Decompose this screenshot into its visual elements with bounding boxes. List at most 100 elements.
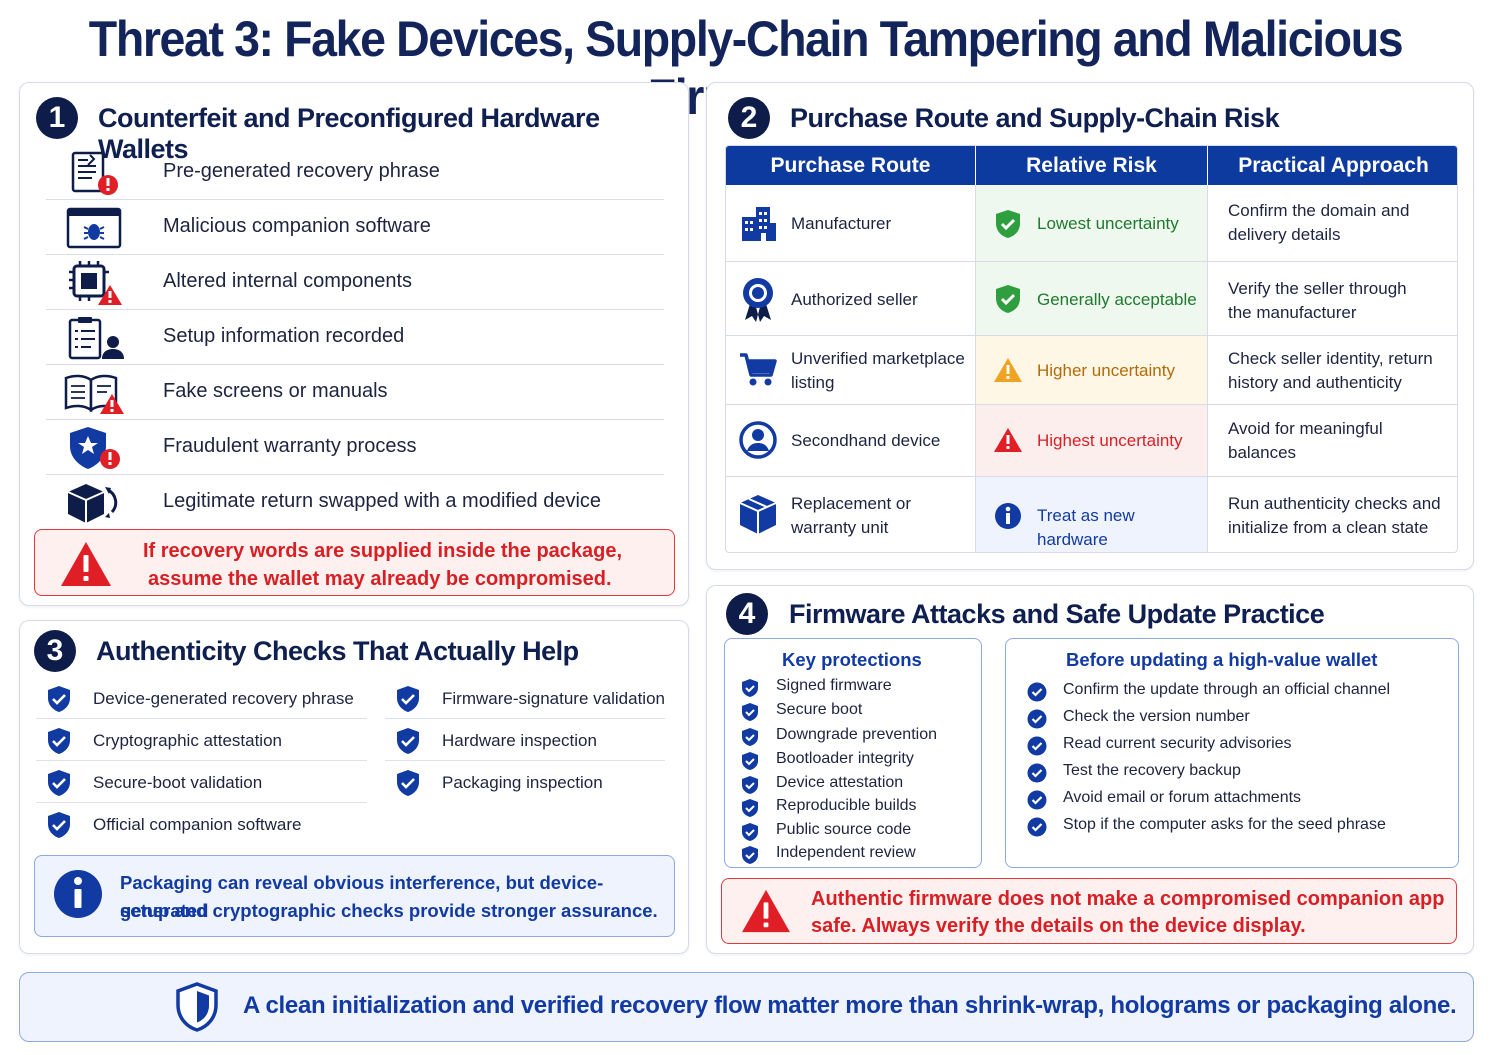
shield-check-icon	[397, 686, 419, 712]
risk-label: Higher uncertainty	[1037, 361, 1175, 380]
key-protections-box: Key protections	[724, 638, 982, 868]
info-note: Packaging can reveal obvious interferenc…	[34, 855, 675, 937]
column-header: Purchase Route	[726, 146, 976, 185]
list-item-label: Fake screens or manuals	[163, 380, 388, 402]
chip-warning-icon	[69, 261, 122, 305]
warning-triangle-icon	[742, 889, 790, 933]
warning-alert: If recovery words are supplied inside th…	[34, 529, 675, 596]
check-circle-icon	[1027, 736, 1047, 756]
shield-icon	[176, 982, 218, 1032]
package-icon	[739, 495, 777, 534]
list-item-label: Setup information recorded	[163, 325, 405, 347]
amber-warning-icon	[994, 358, 1022, 382]
list-item: Pre-generated recovery phrase	[46, 145, 664, 200]
shield-check-icon	[397, 728, 419, 754]
check-circle-icon	[1027, 763, 1047, 783]
shield-check-icon	[742, 823, 758, 841]
list-item: Malicious companion software	[46, 200, 664, 255]
section-title: Firmware Attacks and Safe Update Practic…	[789, 599, 1325, 629]
red-warning-icon	[994, 428, 1022, 452]
shield-check-icon	[48, 728, 70, 754]
box-title: Key protections	[782, 649, 922, 670]
shield-check-icon	[742, 752, 758, 770]
list-item: Fake screens or manuals	[46, 365, 664, 420]
check-label: Firmware-signature validation	[442, 689, 665, 708]
table-cell-risk: Treat as new hardware	[976, 477, 1208, 552]
column-header: Practical Approach	[1208, 146, 1457, 185]
table-cell-approach: Run authenticity checks and initialize f…	[1208, 477, 1457, 552]
approach-line: Confirm the domain and	[1228, 201, 1410, 220]
risk-label: Highest uncertainty	[1037, 431, 1183, 450]
alert-text-line: assume the wallet may already be comprom…	[148, 568, 612, 590]
shield-check-icon	[48, 770, 70, 796]
shopping-cart-icon	[740, 353, 777, 386]
list-item-label: Legitimate return swapped with a modifie…	[163, 490, 602, 512]
list-item-label: Pre-generated recovery phrase	[163, 160, 440, 182]
section-title: Counterfeit and Preconfigured Hardware W…	[98, 103, 600, 164]
box-swap-icon	[67, 484, 118, 523]
route-label: Unverified marketplace	[791, 349, 965, 368]
section-number: 3	[34, 630, 76, 672]
table-cell-route: Secondhand device	[726, 405, 976, 477]
table-cell-route: Authorized seller	[726, 262, 976, 336]
check-item: Cryptographic attestation	[36, 721, 367, 761]
list-item: Legitimate return swapped with a modifie…	[46, 475, 664, 530]
list-item-label: Avoid email or forum attachments	[1063, 789, 1302, 806]
shield-check-icon	[742, 799, 758, 817]
check-label: Secure-boot validation	[93, 773, 263, 792]
table-cell-approach: Avoid for meaningful balances	[1208, 405, 1457, 477]
panel-firmware-attacks: 4 Firmware Attacks and Safe Update Pract…	[706, 585, 1474, 954]
check-label: Official companion software	[93, 815, 302, 834]
list-item-label: Stop if the computer asks for the seed p…	[1063, 816, 1386, 833]
approach-line: history and authenticity	[1228, 373, 1402, 392]
approach-line: delivery details	[1228, 225, 1341, 244]
check-circle-icon	[1027, 790, 1047, 810]
list-item-label: Check the version number	[1063, 708, 1250, 725]
list-item-label: Device attestation	[776, 774, 904, 791]
panel-counterfeit-wallets: 1 Counterfeit and Preconfigured Hardware…	[19, 82, 689, 606]
shield-check-icon	[742, 846, 758, 864]
before-updating-box: Before updating a high-value wallet	[1005, 638, 1459, 868]
list-item-label: Reproducible builds	[776, 797, 917, 814]
shield-check-icon	[48, 686, 70, 712]
list-item-label: Read current security advisories	[1063, 735, 1292, 752]
risk-label: Treat as new hardware	[1037, 506, 1135, 549]
building-icon	[742, 207, 776, 241]
list-item-label: Downgrade prevention	[776, 726, 937, 743]
check-item: Official companion software	[36, 805, 367, 845]
green-shield-check-icon	[996, 285, 1020, 313]
column-header: Relative Risk	[976, 146, 1208, 185]
warning-alert: Authentic firmware does not make a compr…	[721, 878, 1457, 944]
box-title: Before updating a high-value wallet	[1066, 649, 1378, 670]
blue-info-icon	[995, 503, 1021, 529]
shield-check-icon	[397, 770, 419, 796]
check-item: Hardware inspection	[385, 721, 665, 761]
section-number: 1	[36, 97, 78, 139]
table-cell-risk: Lowest uncertainty	[976, 185, 1208, 262]
table-cell-approach: Check seller identity, return history an…	[1208, 336, 1457, 405]
info-icon	[54, 870, 102, 918]
check-label: Hardware inspection	[442, 731, 597, 750]
list-item-label: Malicious companion software	[163, 215, 431, 237]
route-label: warranty unit	[791, 518, 889, 537]
approach-line: Check seller identity, return	[1228, 349, 1433, 368]
section-number: 4	[726, 593, 768, 635]
section-title: Authenticity Checks That Actually Help	[96, 636, 579, 666]
list-item: Setup information recorded	[46, 310, 664, 365]
alert-text-line: Authentic firmware does not make a compr…	[811, 888, 1445, 910]
purchase-route-table: Purchase Route Relative Risk Practical A…	[725, 145, 1458, 553]
check-circle-icon	[1027, 817, 1047, 837]
alert-text-line: If recovery words are supplied inside th…	[143, 540, 623, 562]
section-number: 2	[728, 97, 770, 139]
table-cell-route: Manufacturer	[726, 185, 976, 262]
user-circle-icon	[739, 421, 777, 459]
check-label: Device-generated recovery phrase	[93, 689, 354, 708]
info-text-line: Packaging can reveal obvious interferenc…	[120, 872, 604, 921]
list-item: Altered internal components	[46, 255, 664, 310]
shield-check-icon	[742, 679, 758, 697]
list-item-label: Bootloader integrity	[776, 750, 914, 767]
list-item: Fraudulent warranty process	[46, 420, 664, 475]
table-cell-approach: Confirm the domain and delivery details	[1208, 185, 1457, 262]
table-cell-risk: Higher uncertainty	[976, 336, 1208, 405]
list-item-label: Secure boot	[776, 701, 863, 718]
